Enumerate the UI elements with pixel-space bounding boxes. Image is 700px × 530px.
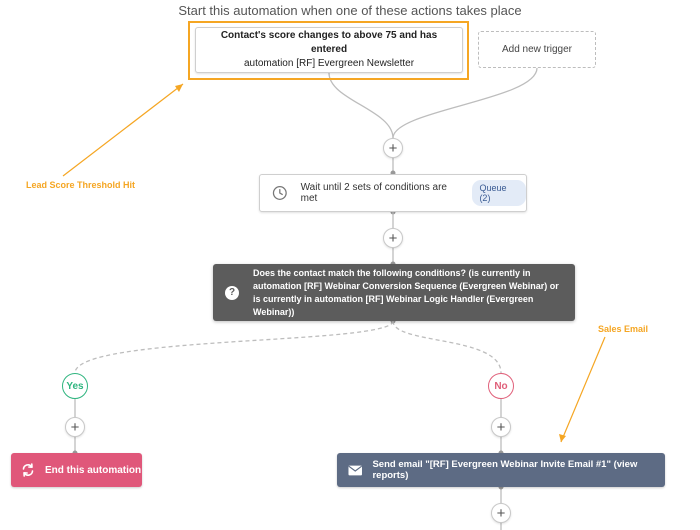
no-branch-badge: No xyxy=(488,373,514,399)
automation-heading: Start this automation when one of these … xyxy=(178,3,522,18)
end-automation-card[interactable]: End this automation xyxy=(11,453,142,487)
add-step-button-3[interactable]: + xyxy=(491,503,511,523)
trigger-line-1: Contact's score changes to above 75 and … xyxy=(220,30,438,55)
queue-badge[interactable]: Queue (2) xyxy=(472,180,526,206)
wait-step-card[interactable]: Wait until 2 sets of conditions are met … xyxy=(259,174,527,212)
wait-step-label: Wait until 2 sets of conditions are met xyxy=(300,182,447,204)
question-icon: ? xyxy=(225,285,239,300)
send-email-label: Send email "[RF] Evergreen Webinar Invit… xyxy=(372,459,638,481)
trigger-card[interactable]: Contact's score changes to above 75 and … xyxy=(195,27,463,73)
trigger-line-2: automation [RF] Evergreen Newsletter xyxy=(243,58,415,69)
lead-score-annotation: Lead Score Threshold Hit xyxy=(26,180,136,190)
envelope-icon xyxy=(348,465,363,475)
condition-step-card[interactable]: ? Does the contact match the following c… xyxy=(213,264,575,321)
add-step-button-yes[interactable]: + xyxy=(65,417,85,437)
sales-email-annotation: Sales Email xyxy=(598,324,649,334)
add-step-button-1[interactable]: + xyxy=(383,138,403,158)
trigger-highlight-frame xyxy=(188,21,469,80)
end-automation-label: End this automation xyxy=(45,464,142,476)
add-new-trigger-button[interactable]: Add new trigger xyxy=(478,31,596,68)
add-step-button-2[interactable]: + xyxy=(383,228,403,248)
yes-branch-badge: Yes xyxy=(62,373,88,399)
add-step-button-no[interactable]: + xyxy=(491,417,511,437)
send-email-card[interactable]: Send email "[RF] Evergreen Webinar Invit… xyxy=(337,453,665,487)
refresh-arrows-icon xyxy=(22,463,34,477)
clock-icon xyxy=(272,186,287,200)
condition-text: Does the contact match the following con… xyxy=(253,267,559,317)
